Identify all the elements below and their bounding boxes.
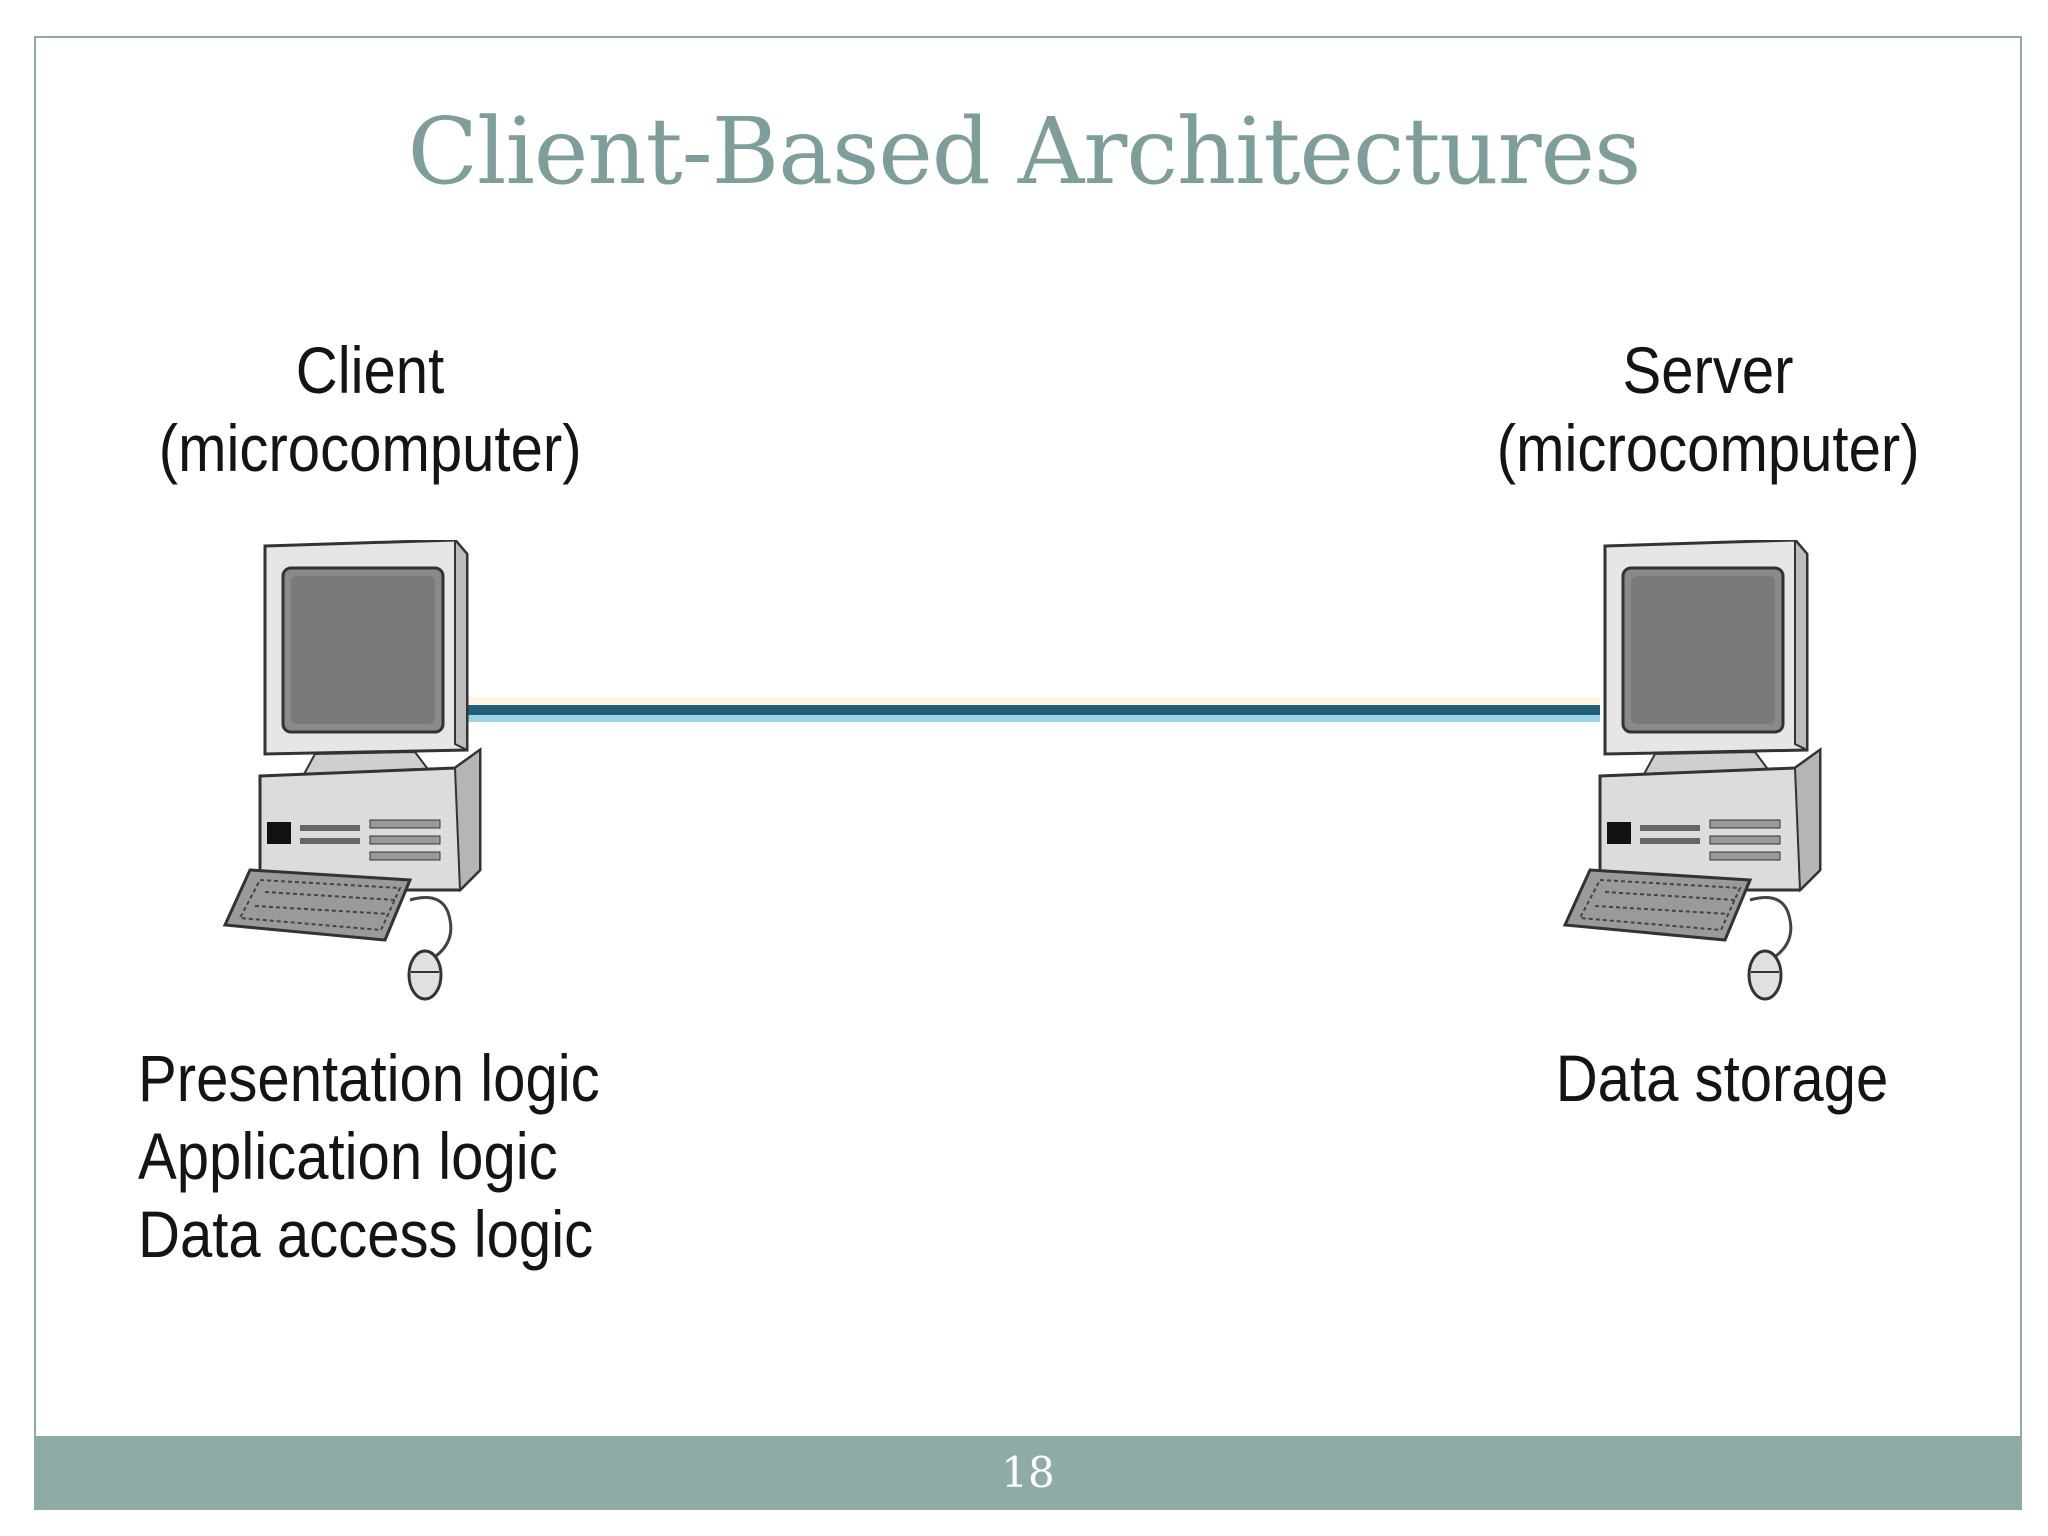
client-logic-item: Presentation logic <box>138 1041 600 1115</box>
client-logic-list: Presentation logic Application logic Dat… <box>138 1040 631 1274</box>
server-name: Server <box>1622 333 1794 407</box>
client-type: (microcomputer) <box>158 410 582 485</box>
desktop-computer-icon <box>222 540 482 1001</box>
footer-bar: 18 <box>34 1436 2022 1510</box>
client-heading: Client (microcomputer) <box>158 332 582 488</box>
page-number: 18 <box>1001 1448 1055 1497</box>
network-link <box>455 697 1600 722</box>
client-logic-item: Data access logic <box>138 1196 594 1271</box>
server-type: (microcomputer) <box>1496 410 1920 485</box>
server-heading: Server (microcomputer) <box>1496 332 1920 488</box>
server-computer-icon <box>1562 540 1822 1001</box>
slide-title: Client-Based Architectures <box>407 98 1642 205</box>
client-computer-icon <box>222 540 482 1001</box>
desktop-computer-icon <box>1562 540 1822 1001</box>
client-logic-item: Application logic <box>138 1118 558 1193</box>
client-name: Client <box>295 333 445 407</box>
server-logic-item: Data storage <box>1555 1041 1889 1115</box>
server-logic-list: Data storage <box>1555 1040 1889 1118</box>
